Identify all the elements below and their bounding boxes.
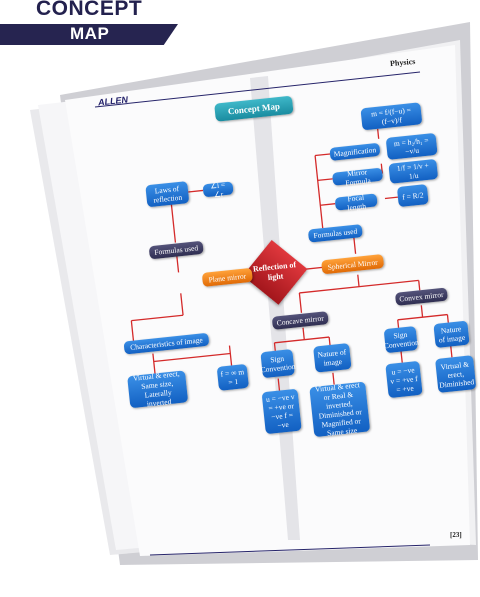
header-subtitle-box: MAP <box>0 24 178 45</box>
page-number: [23] <box>450 531 462 539</box>
left-fm-node: f = ∞ m = 1 <box>216 363 249 391</box>
concave-nature-node: Nature of image <box>313 343 352 373</box>
convex-sign-node: Sign Convention <box>383 325 419 354</box>
laws-node: Laws of reflection <box>145 181 190 208</box>
header-line2: MAP <box>70 24 110 43</box>
concave-sign-node: Sign Convention <box>260 348 296 379</box>
convex-nature-node: Nature of image <box>433 320 470 348</box>
header-line1: CONCEPT <box>36 0 143 20</box>
header-title-box: CONCEPT <box>0 0 145 22</box>
convex-nature-detail-node: Virtual & erect, Diminished <box>435 355 477 393</box>
concave-nature-detail-node: Virtual & erect or Real & inverted, Dimi… <box>309 380 371 438</box>
focal-eq-node: f = R/2 <box>396 184 429 208</box>
concave-signs-node: u = −ve v = +ve or −ve f = −ve <box>261 388 302 435</box>
law-formula-node: ∠i = ∠r <box>202 180 234 199</box>
convex-signs-node: u = −ve v = +ve f = +ve <box>385 360 423 399</box>
mirror-formula-node: Mirror Formula <box>331 167 384 187</box>
focal-length-node: Focal length <box>334 192 378 212</box>
left-virtual-node: Virtual & erect, Same size, Laterally in… <box>127 369 189 408</box>
